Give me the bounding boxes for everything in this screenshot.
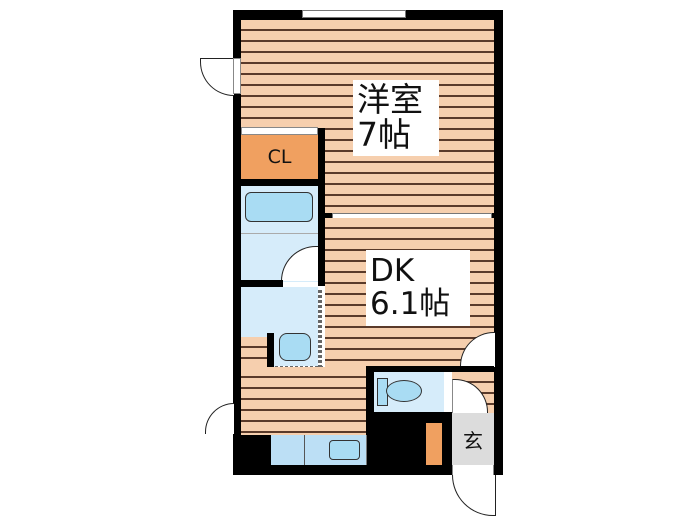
bathtub-icon [245,192,313,222]
western-room-name: 洋室 [357,80,423,120]
sink-icon [329,440,360,460]
closet-wall-bottom [241,179,325,186]
western-room-size: 7帖 [357,115,411,154]
closet: CL [241,135,318,179]
bath-wall-right [318,186,325,286]
entrance: 玄 [452,413,494,465]
dk-name: DK [370,253,415,290]
outer-wall-left [233,10,241,475]
window-top [302,10,406,18]
toilet-wall-top [366,366,494,372]
kitchen-side-door[interactable] [205,403,234,434]
bathroom-wall-bottom [241,280,283,287]
western-room-label: 洋室 7帖 [353,80,439,156]
kitchen-corner [241,435,271,465]
kitchen-divider [304,435,305,465]
front-door-opening [452,465,494,475]
washroom-wall [267,333,274,369]
western-room-side-door-opening [233,58,241,94]
outer-wall-right [494,10,503,475]
shoe-box [426,423,442,465]
closet-wall-right [318,128,325,186]
front-door[interactable] [452,475,496,516]
dk-size: 6.1帖 [370,286,451,322]
kitchen-floor [241,367,369,435]
dk-label: DK 6.1帖 [366,250,470,326]
washroom-sliding-door[interactable] [318,290,322,368]
western-room-side-door[interactable] [200,58,234,96]
bathroom-divider [241,233,318,234]
outer-wall-bottom [233,465,503,475]
closet-doors [241,127,318,135]
entrance-label: 玄 [463,428,483,453]
closet-label: CL [267,146,292,168]
washbasin-icon [279,333,311,361]
kitchen-wall-right [366,366,374,466]
toilet-bowl-icon [386,380,422,402]
